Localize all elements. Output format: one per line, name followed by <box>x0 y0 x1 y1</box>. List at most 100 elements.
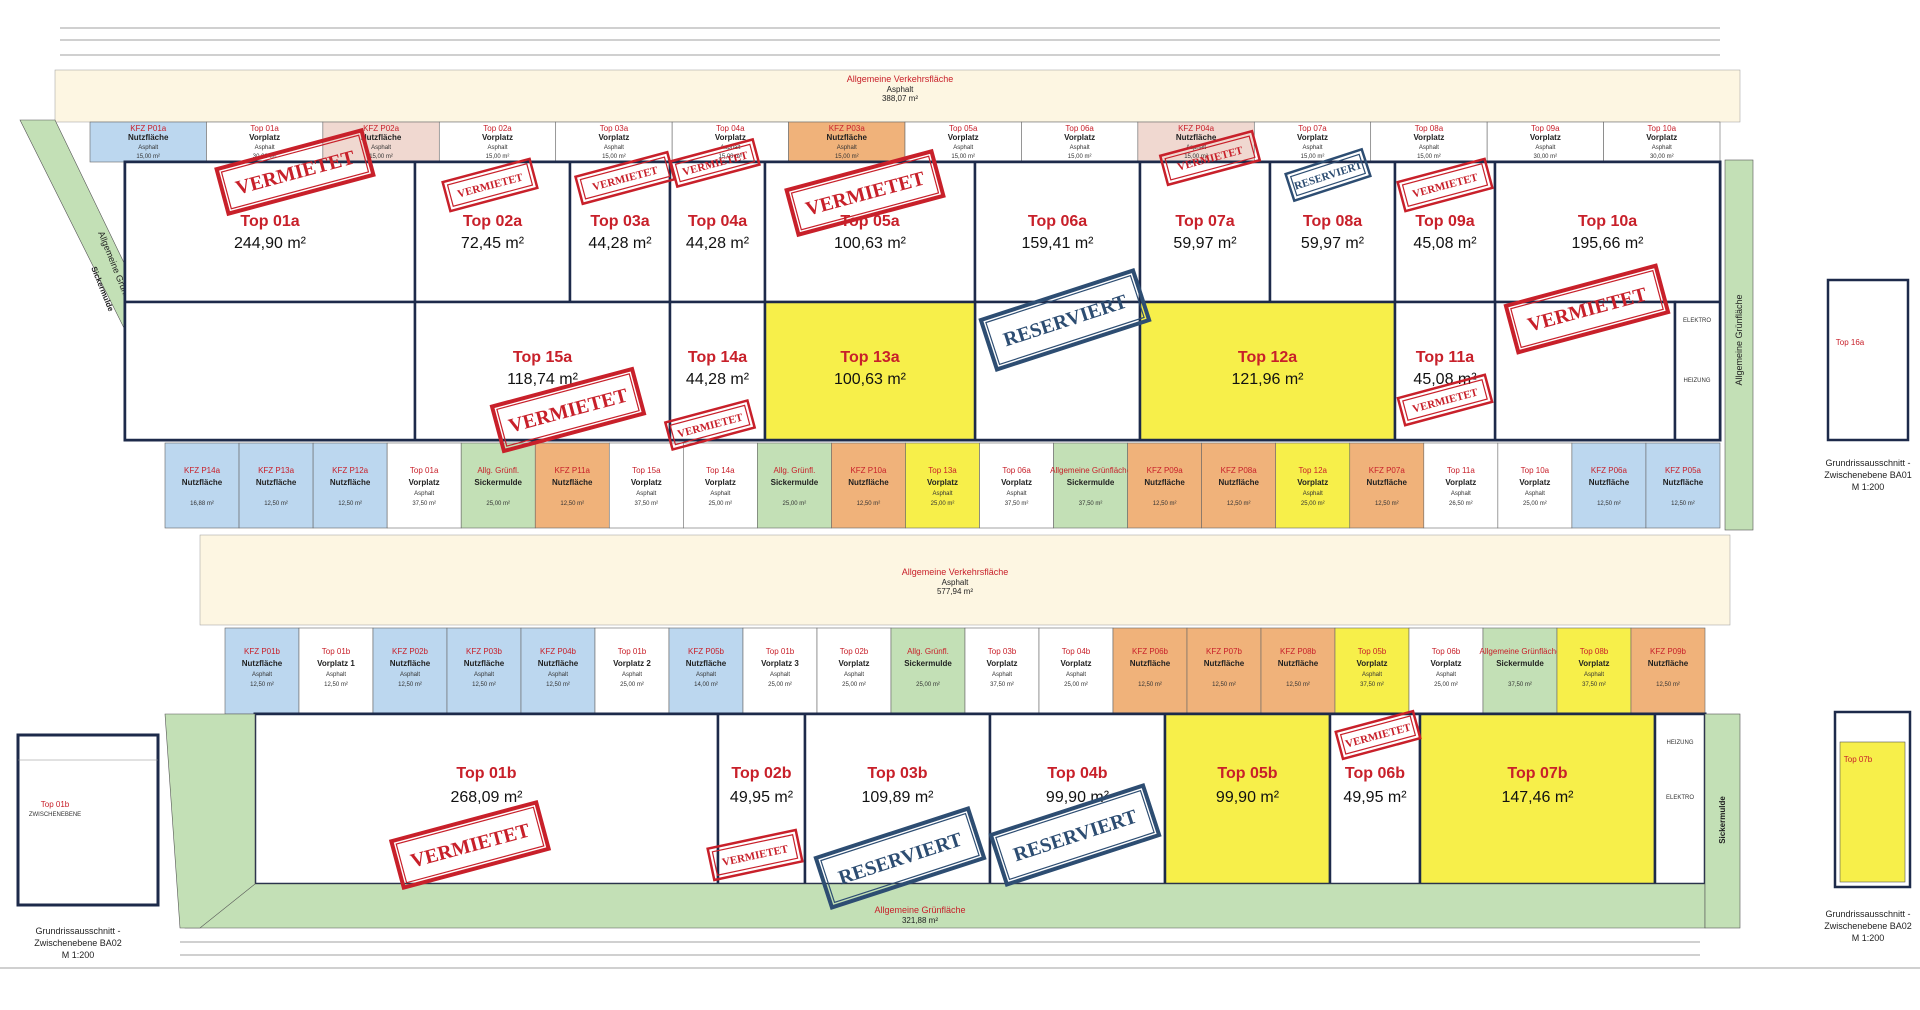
green-bottom-title: Allgemeine Grünfläche <box>874 905 965 915</box>
strip-mid-cell <box>608 442 684 529</box>
strip-top-cell-title: KFZ P01a <box>130 124 167 133</box>
strip-mid-cell <box>1053 442 1128 529</box>
inset-right-top-caption2: Zwischenebene BA01 <box>1824 470 1912 480</box>
strip-top-cell-material: Asphalt <box>604 145 624 151</box>
strip-low-cell-title: Top 01b <box>322 647 351 656</box>
unit-area: 195,66 m² <box>1571 235 1644 252</box>
strip-mid-cell-area: 16,88 m² <box>190 501 214 507</box>
strip-mid-cell <box>1423 442 1499 529</box>
strip-low-cell-material: Asphalt <box>1362 672 1382 678</box>
unit-name: Top 07a <box>1175 213 1234 230</box>
strip-top-cell-title: Top 02a <box>483 124 512 133</box>
strip-low-cell-area: 25,00 m² <box>916 682 940 688</box>
strip-low-cell-area: 37,50 m² <box>1582 682 1606 688</box>
strip-top-cell-title: Top 01a <box>250 124 279 133</box>
strip-low-cell-material: Asphalt <box>474 672 494 678</box>
unit-area: 100,63 m² <box>834 371 907 388</box>
strip-top-cell-title: Top 07a <box>1298 124 1327 133</box>
unit-name: Top 14a <box>688 349 747 366</box>
strip-low-cell <box>1186 627 1262 715</box>
traffic-top-title: Allgemeine Verkehrsfläche <box>847 74 954 84</box>
strip-mid-cell-title: Top 10a <box>1521 466 1550 475</box>
strip-low-cell-material: Asphalt <box>844 672 864 678</box>
strip-top-cell-material: Asphalt <box>1419 145 1439 151</box>
strip-mid-cell <box>386 442 462 529</box>
unit-area: 147,46 m² <box>1501 789 1574 806</box>
strip-low-cell-type: Vorplatz <box>987 659 1018 668</box>
strip-mid-cell-type: Nutzfläche <box>848 478 889 487</box>
strip-mid-cell-area: 37,50 m² <box>1005 501 1029 507</box>
strip-low-cell-title: Top 01b <box>618 647 647 656</box>
unit-name: Top 05b <box>1217 765 1277 782</box>
strip-mid-cell <box>979 442 1054 529</box>
strip-mid-cell <box>534 442 610 529</box>
strip-low-cell <box>964 627 1040 715</box>
strip-mid-cell-area: 37,50 m² <box>1079 501 1103 507</box>
strip-mid-cell-title: Top 15a <box>632 466 661 475</box>
unit-room <box>1493 160 1722 304</box>
strip-mid-cell-material: Asphalt <box>1451 491 1471 497</box>
unit-name: Top 15a <box>513 349 572 366</box>
strip-mid-cell-title: KFZ P08a <box>1221 466 1258 475</box>
strip-mid-cell-type: Nutzfläche <box>330 478 371 487</box>
strip-top-cell-title: Top 03a <box>600 124 629 133</box>
unit-area: 59,97 m² <box>1301 235 1365 252</box>
inset-right-bottom-caption2: Zwischenebene BA02 <box>1824 921 1912 931</box>
strip-low-cell-area: 25,00 m² <box>1434 682 1458 688</box>
strip-mid-cell-title: Top 06a <box>1002 466 1031 475</box>
strip-low-cell-title: Top 06b <box>1432 647 1461 656</box>
strip-top-cell-material: Asphalt <box>720 145 740 151</box>
strip-top-cell-material: Asphalt <box>1070 145 1090 151</box>
strip-mid-cell-area: 12,50 m² <box>1227 501 1251 507</box>
strip-mid-cell-title: Allg. Grünfl. <box>774 466 816 475</box>
unit-room <box>253 712 720 886</box>
unit-name: Top 07b <box>1507 765 1567 782</box>
utility-elektro-label: ELEKTRO <box>1683 318 1711 324</box>
strip-low-cell <box>1482 627 1558 715</box>
strip-low-cell-area: 12,50 m² <box>324 682 348 688</box>
strip-top-cell-title: Top 05a <box>949 124 978 133</box>
strip-mid-cell-area: 12,50 m² <box>857 501 881 507</box>
strip-low-cell-area: 25,00 m² <box>842 682 866 688</box>
strip-top-cell-type: Nutzfläche <box>1176 133 1217 142</box>
strip-low-cell-type: Nutzfläche <box>464 659 505 668</box>
strip-mid-cell-area: 12,50 m² <box>1671 501 1695 507</box>
strip-mid-cell-type: Vorplatz <box>1297 478 1328 487</box>
strip-top-cell-area: 30,00 m² <box>1534 154 1558 160</box>
unit-name: Top 03b <box>867 765 927 782</box>
strip-top-cell <box>1370 121 1488 163</box>
strip-top-cell <box>438 121 557 163</box>
strip-top-cell-type: Vorplatz <box>598 133 629 142</box>
strip-top-cell-area: 15,00 m² <box>835 154 859 160</box>
strip-top-cell-material: Asphalt <box>837 145 857 151</box>
strip-mid-cell-type: Nutzfläche <box>552 478 593 487</box>
strip-mid-cell-title: Top 13a <box>928 466 957 475</box>
strip-low-cell <box>520 627 596 715</box>
traffic-area-middle <box>199 534 1731 626</box>
unit-name: Top 02a <box>463 213 522 230</box>
inset-right-top-label: Top 16a <box>1836 338 1865 347</box>
strip-mid-cell-area: 25,00 m² <box>1301 501 1325 507</box>
strip-low-cell <box>1556 627 1632 715</box>
strip-low-cell-title: Top 08b <box>1580 647 1609 656</box>
sickermulde-right-label: Sickermulde <box>1718 796 1727 844</box>
strip-mid-cell <box>1275 442 1351 529</box>
strip-low-cell <box>1630 627 1706 715</box>
strip-top-cell-type: Vorplatz <box>482 133 513 142</box>
strip-mid-cell-title: KFZ P06a <box>1591 466 1628 475</box>
strip-top-cell-title: Top 09a <box>1531 124 1560 133</box>
vermietet-stamp: VERMIETET <box>1396 373 1494 427</box>
strip-mid-cell-type: Nutzfläche <box>1144 478 1185 487</box>
unit-name: Top 06b <box>1345 765 1405 782</box>
strip-mid-cell-type: Nutzfläche <box>1589 478 1630 487</box>
strip-mid-cell-title: KFZ P13a <box>258 466 295 475</box>
unit-name: Top 03a <box>590 213 649 230</box>
unit-name: Top 04b <box>1047 765 1107 782</box>
inset-right-top-scale: M 1:200 <box>1852 482 1885 492</box>
strip-low-cell-area: 37,50 m² <box>1360 682 1384 688</box>
utility-elektro-label: ELEKTRO <box>1666 795 1694 801</box>
traffic-top-material: Asphalt <box>887 85 914 94</box>
strip-low-cell-area: 12,50 m² <box>398 682 422 688</box>
